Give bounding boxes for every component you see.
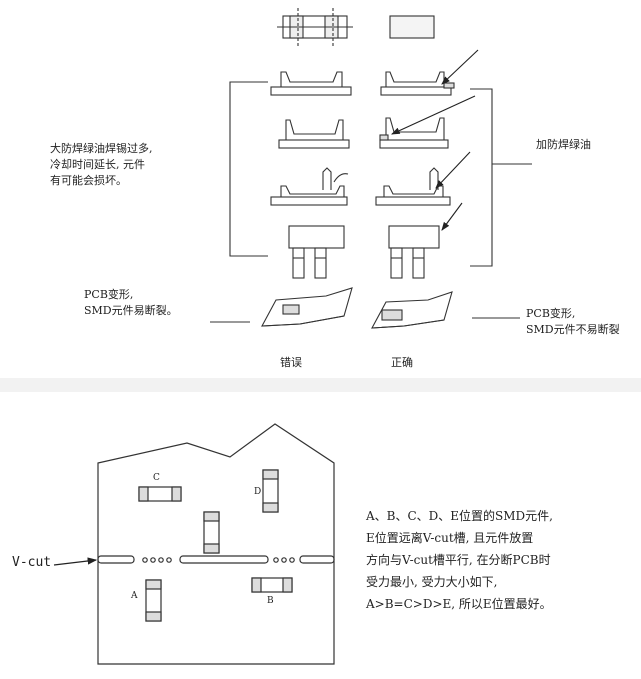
panel-divider: [0, 378, 641, 392]
correct-side-view-3: [375, 167, 451, 206]
wrong-top-view: [277, 8, 353, 46]
left-note-line: 大防焊绿油焊锡过多,: [50, 142, 153, 155]
description-line: E位置远离V-cut槽, 且元件放置: [366, 531, 534, 545]
description-line: 方向与V-cut槽平行, 在分断PCB时: [366, 553, 551, 567]
wrong-side-view-1: [270, 71, 352, 96]
right-bracket: [470, 88, 493, 267]
wrong-label: 错误: [280, 356, 302, 369]
smd-component-c: [138, 486, 182, 502]
pcb-board-outline: [97, 423, 335, 665]
left-note-line: 有可能会损坏。: [50, 174, 127, 187]
correct-label: 正确: [391, 356, 413, 369]
vcut-groove: [97, 555, 335, 564]
label-a: A: [131, 591, 138, 601]
pcb-left-note: PCB变形, SMD元件易断裂。: [84, 287, 178, 319]
left-note: 大防焊绿油焊锡过多, 冷却时间延长, 元件 有可能会损坏。: [50, 141, 153, 189]
description-line: A、B、C、D、E位置的SMD元件,: [366, 509, 553, 523]
vcut-label: V-cut: [12, 555, 52, 570]
smd-component-a: [145, 579, 162, 622]
vcut-arrow: [53, 557, 98, 566]
label-d: D: [254, 487, 262, 497]
pcb-right-note: PCB变形, SMD元件不易断裂: [526, 306, 620, 338]
correct-component-legs: [388, 225, 440, 279]
label-c: C: [153, 473, 160, 483]
left-note-line: 冷却时间延长, 元件: [50, 158, 145, 171]
pcb-right-line: SMD元件不易断裂: [526, 323, 620, 336]
right-note: 加防焊绿油: [536, 138, 591, 151]
correct-top-view: [389, 15, 435, 39]
pcb-left-line: PCB变形,: [84, 288, 134, 301]
smd-component-b: [251, 577, 293, 593]
pcb-right-line: PCB变形,: [526, 307, 576, 320]
label-b: B: [267, 596, 274, 606]
arrows: [390, 49, 479, 231]
left-bracket: [229, 81, 268, 257]
description-line: A>B=C>D>E, 所以E位置最好。: [366, 597, 552, 611]
wrong-side-view-3: [270, 167, 349, 206]
smd-component-d: [262, 469, 279, 513]
wrong-component-legs: [288, 225, 345, 279]
correct-bent-pcb: [371, 291, 453, 329]
description: A、B、C、D、E位置的SMD元件, E位置远离V-cut槽, 且元件放置 方向…: [366, 505, 553, 615]
description-line: 受力最小, 受力大小如下,: [366, 575, 498, 589]
correct-side-view-2: [379, 117, 449, 149]
wrong-bent-pcb: [261, 287, 353, 327]
smd-component-e: [203, 511, 220, 554]
pcb-left-line: SMD元件易断裂。: [84, 304, 178, 317]
wrong-side-view-2: [278, 119, 350, 149]
